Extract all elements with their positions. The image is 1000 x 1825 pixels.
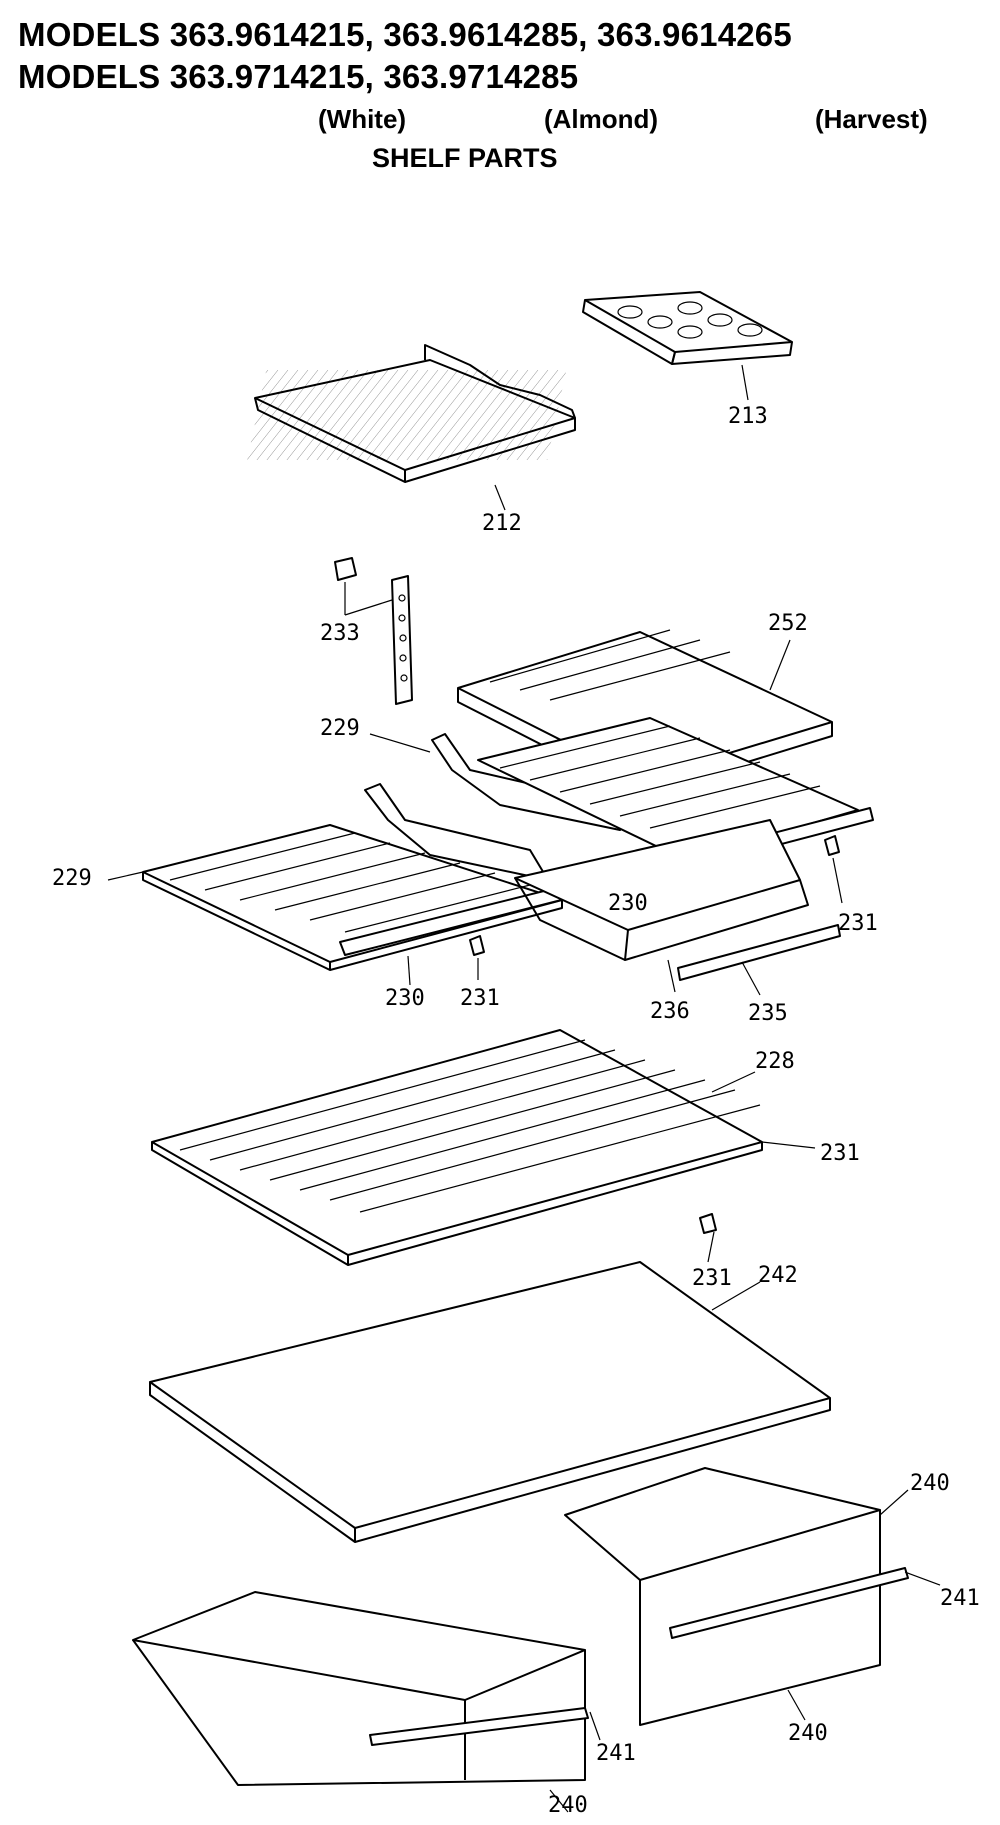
ice-tray-part xyxy=(582,291,793,365)
color-almond: (Almond) xyxy=(544,104,659,134)
part-label-pan-trim: 235 xyxy=(748,1001,788,1026)
part-label-ice-tray: 213 xyxy=(728,404,768,429)
title-line-2: MODELS 363.9714215, 363.9714285 xyxy=(18,58,579,95)
part-label-shelf-bracket-rear: 229 xyxy=(320,716,360,741)
crisper-cover-part xyxy=(149,1261,831,1543)
crisper-right-part xyxy=(564,1467,909,1726)
part-label-clip-right: 231 xyxy=(838,911,878,936)
crisper-left-part xyxy=(132,1591,589,1786)
part-label-crisper-right: 240 xyxy=(910,1471,950,1496)
freezer-shelf-part xyxy=(247,344,576,483)
section-title: SHELF PARTS xyxy=(372,143,558,173)
header: MODELS 363.9614215, 363.9614285, 363.961… xyxy=(0,0,1000,190)
part-label-crisper-right-bottom: 240 xyxy=(788,1721,828,1746)
part-label-full-shelf-trim: 231 xyxy=(820,1141,860,1166)
left-shelf-part xyxy=(142,824,563,971)
color-white: (White) xyxy=(318,104,407,134)
clip-part xyxy=(469,835,840,1234)
part-label-crisper-left-handle: 241 xyxy=(596,1741,636,1766)
part-label-upper-right-shelf: 252 xyxy=(768,611,808,636)
part-label-shelf-support-clip: 233 xyxy=(320,621,360,646)
part-label-left-shelf: 229 xyxy=(52,866,92,891)
part-label-freezer-shelf: 212 xyxy=(482,511,522,536)
part-label-crisper-cover: 242 xyxy=(758,1263,798,1288)
color-harvest: (Harvest) xyxy=(815,104,928,134)
part-label-trim-left: 230 xyxy=(385,986,425,1011)
part-label-crisper-left: 240 xyxy=(548,1793,588,1818)
meat-pan-part xyxy=(514,819,809,961)
part-label-crisper-right-handle: 241 xyxy=(940,1586,980,1611)
title-line-1: MODELS 363.9614215, 363.9614285, 363.961… xyxy=(18,16,792,53)
part-label-meat-pan: 236 xyxy=(650,999,690,1024)
part-label-full-shelf: 228 xyxy=(755,1049,795,1074)
shelf-support-part xyxy=(334,557,413,705)
pan-trim-part xyxy=(677,924,841,981)
part-label-full-shelf-clip: 231 xyxy=(692,1266,732,1291)
full-shelf-part xyxy=(151,1029,763,1266)
part-label-trim-right: 230 xyxy=(608,891,648,916)
part-label-clip-left: 231 xyxy=(460,986,500,1011)
